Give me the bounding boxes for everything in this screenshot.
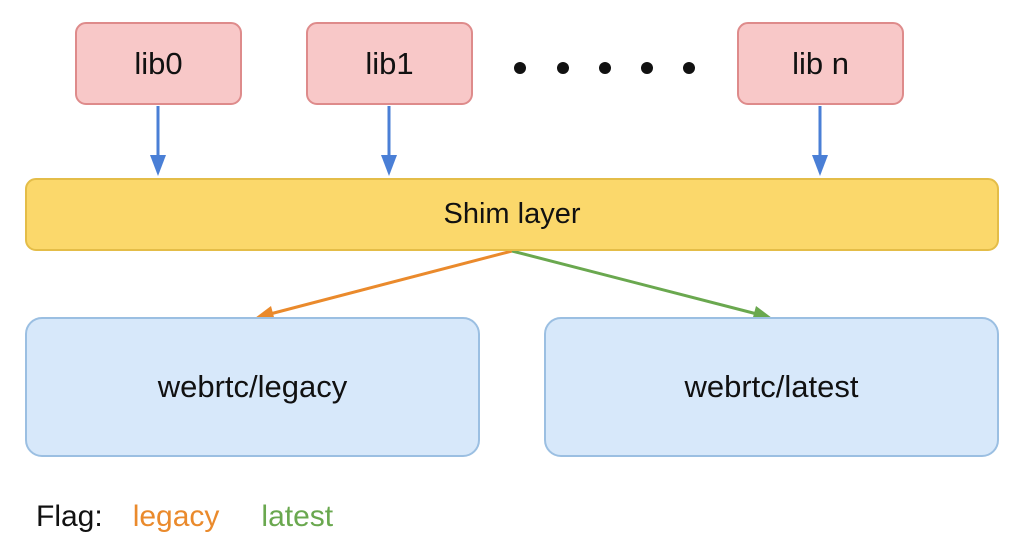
lib1-node: lib1 xyxy=(306,22,473,105)
legend-latest-label: latest xyxy=(261,500,334,533)
shim-to-latest-arrow xyxy=(511,249,772,321)
lib0-to-shim-arrow xyxy=(150,106,166,176)
libn-node: lib n xyxy=(737,22,904,105)
lib1-label: lib1 xyxy=(365,45,414,81)
shim-layer-label: Shim layer xyxy=(443,198,581,230)
webrtc-legacy-label: webrtc/legacy xyxy=(157,369,348,404)
webrtc-latest-node: webrtc/latest xyxy=(544,317,999,457)
lib0-node: lib0 xyxy=(75,22,242,105)
webrtc-legacy-node: webrtc/legacy xyxy=(25,317,480,457)
lib0-label: lib0 xyxy=(134,45,183,81)
lib1-to-shim-arrow xyxy=(381,106,397,176)
libn-label: lib n xyxy=(792,45,849,81)
libn-to-shim-arrow xyxy=(812,106,828,176)
shim-to-legacy-arrow xyxy=(255,249,513,321)
shim-layer-node: Shim layer xyxy=(25,178,999,251)
legend-legacy-label: legacy xyxy=(132,500,220,533)
ellipsis-dots xyxy=(514,62,695,74)
webrtc-latest-label: webrtc/latest xyxy=(684,369,859,404)
legend-flag-label: Flag: xyxy=(36,500,103,533)
flag-legend: Flag: legacy latest xyxy=(36,500,333,534)
